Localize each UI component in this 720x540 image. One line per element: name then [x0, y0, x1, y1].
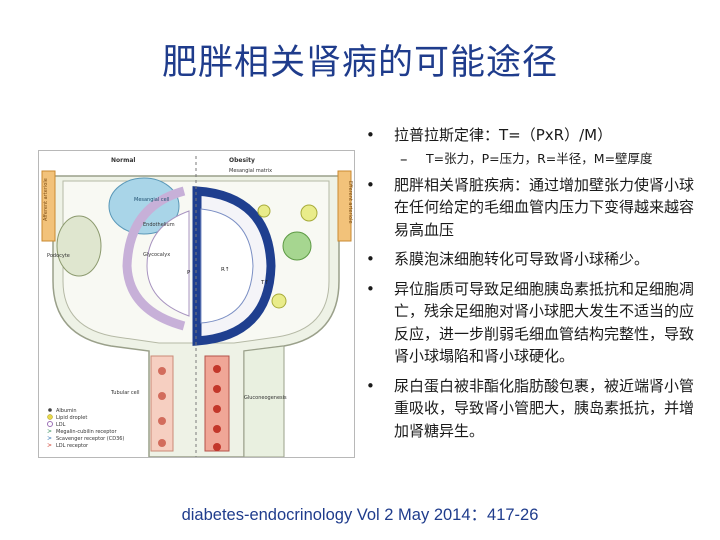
afferent-arteriole: [41, 170, 56, 242]
legend-scavenger-symbol: >: [47, 435, 52, 442]
capillary-lumen-obesity: [200, 208, 254, 324]
legend-lipid-droplet: Lipid droplet: [56, 415, 87, 421]
albumin-dot: [213, 365, 221, 373]
albumin-dot: [158, 417, 166, 425]
albumin-dot: [213, 405, 221, 413]
label-podocyte: Podocyte: [47, 253, 70, 259]
label-gluconeogenesis: Gluconeogenesis: [244, 395, 287, 401]
capillary-lumen-normal: [146, 210, 190, 317]
foam-cell: [282, 231, 312, 261]
podocyte: [56, 215, 102, 277]
efferent-arteriole: [337, 170, 352, 242]
albumin-dot: [158, 392, 166, 400]
label-pressure: P: [187, 270, 191, 276]
legend-megalin: Megalin-cubilin receptor: [56, 429, 117, 435]
legend-ldl-receptor-symbol: >: [47, 442, 52, 449]
lipid-droplet: [300, 204, 318, 222]
label-afferent: Afferent arteriole: [43, 178, 49, 221]
bullet-item: •尿白蛋白被非酯化脂肪酸包裹，被近端肾小管重吸收，导致肾小管肥大，胰岛素抵抗，并…: [366, 376, 695, 440]
label-radius: R↑: [221, 266, 229, 273]
legend-scavenger: Scavenger receptor (CD36): [56, 436, 124, 442]
legend-albumin-symbol: [48, 408, 52, 412]
lipid-droplet: [257, 204, 271, 218]
albumin-dot: [213, 425, 221, 433]
albumin-dot: [158, 439, 166, 447]
label-mesangial-matrix: Mesangial matrix: [229, 168, 272, 174]
slide-title: 肥胖相关肾病的可能途径: [161, 43, 558, 83]
mesangial-cell: [108, 177, 180, 235]
legend-megalin-symbol: >: [47, 428, 52, 435]
bullet-item: •系膜泡沫细胞转化可导致肾小球稀少。: [366, 250, 650, 268]
lipid-droplet: [271, 293, 287, 309]
legend-ldl-symbol: [47, 421, 53, 427]
bullet-subitem: –T=张力，P=压力，R=半径，M=壁厚度: [400, 149, 653, 168]
label-tubular-cell: Tubular cell: [110, 390, 140, 396]
legend-albumin: Albumin: [56, 408, 77, 414]
endothelium-normal: [122, 186, 186, 331]
gluconeogenesis-cell: [243, 345, 285, 457]
bullet-item: •肥胖相关肾脏疾病：通过增加壁张力使肾小球在任何给定的毛细血管内压力下变得越来越…: [366, 175, 695, 239]
label-glycocalyx: Glycocalyx: [143, 252, 170, 258]
label-tension: T↑: [260, 279, 269, 286]
label-normal: Normal: [111, 157, 135, 164]
label-mesangial-cell: Mesangial cell: [134, 197, 169, 203]
tubule-normal: [150, 355, 174, 452]
legend-ldl: LDL: [56, 422, 66, 428]
albumin-dot: [158, 367, 166, 375]
bullet-item: •拉普拉斯定律：T=（PxR）/M）: [366, 126, 613, 144]
albumin-dot: [213, 385, 221, 393]
bullet-item: •异位脂质可导致足细胞胰岛素抵抗和足细胞凋亡，残余足细胞对肾小球肥大发生不适当的…: [366, 279, 695, 366]
glomerulus-diagram: Normal Obesity Mesangial matrix Afferent…: [38, 150, 355, 458]
label-endothelium: Endothelium: [143, 222, 175, 228]
albumin-dot: [213, 443, 221, 451]
citation: diabetes-endocrinology Vol 2 May 2014：41…: [181, 506, 539, 524]
legend-ldl-receptor: LDL receptor: [56, 443, 89, 449]
bullet-list: •拉普拉斯定律：T=（PxR）/M） –T=张力，P=压力，R=半径，M=壁厚度…: [362, 124, 702, 449]
label-obesity: Obesity: [229, 157, 255, 164]
label-efferent: Efferent arteriole: [347, 181, 353, 224]
legend-lipid-symbol: [47, 414, 53, 420]
